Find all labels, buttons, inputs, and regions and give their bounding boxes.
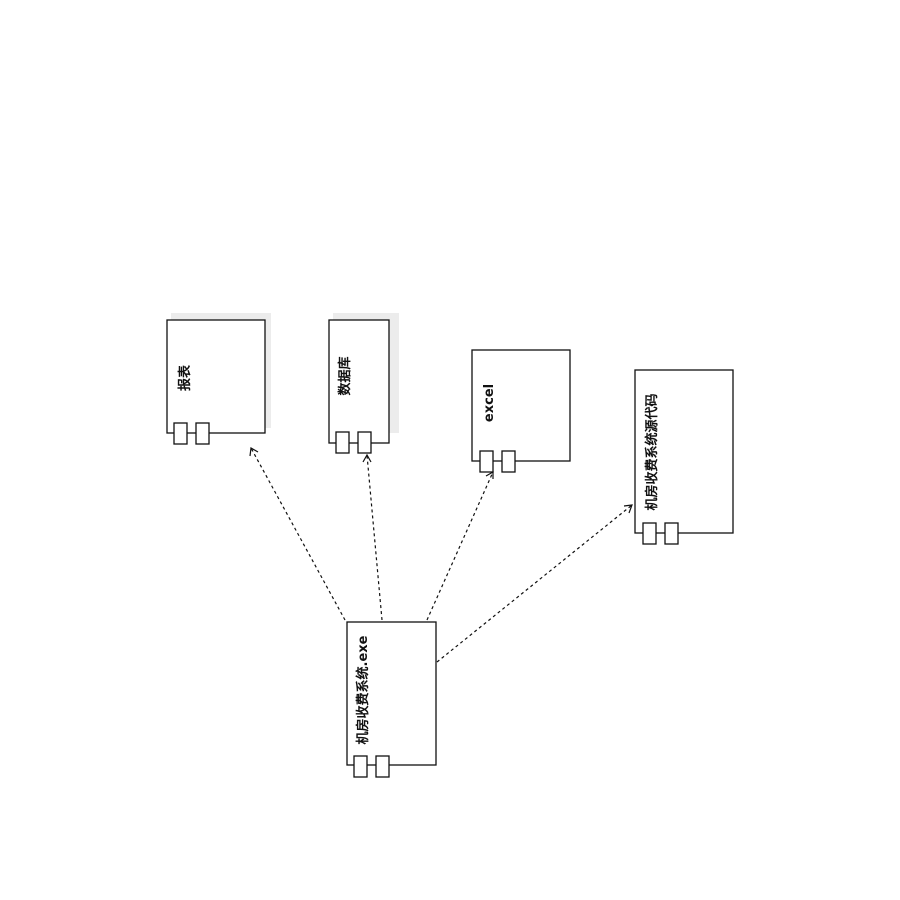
- dependency-edge-source-code[interactable]: [436, 504, 633, 663]
- dependency-edge-database[interactable]: [362, 453, 383, 621]
- component-label: 机房收费系统.exe: [355, 635, 371, 744]
- component-port-icon: [335, 431, 350, 454]
- component-executable[interactable]: 机房收费系统.exe: [346, 621, 437, 778]
- component-port-icon: [501, 450, 516, 473]
- component-excel[interactable]: excel: [471, 349, 571, 473]
- component-port-icon: [375, 755, 390, 778]
- component-port-icon: [664, 522, 679, 545]
- component-port-icon: [173, 422, 188, 445]
- component-label: 报表: [177, 364, 193, 391]
- component-port-icon: [195, 422, 210, 445]
- component-label: 机房收费系统源代码: [644, 393, 660, 510]
- component-port-icon: [357, 431, 372, 454]
- component-label: 数据库: [337, 356, 353, 395]
- component-label: excel: [482, 384, 497, 422]
- component-port-icon: [479, 450, 494, 473]
- dependency-edge-excel[interactable]: [426, 470, 494, 621]
- dependency-edge-report[interactable]: [249, 447, 346, 621]
- component-port-icon: [353, 755, 368, 778]
- component-source-code[interactable]: 机房收费系统源代码: [634, 369, 734, 545]
- component-port-icon: [642, 522, 657, 545]
- component-database[interactable]: 数据库: [328, 313, 399, 454]
- component-report[interactable]: 报表: [166, 313, 271, 445]
